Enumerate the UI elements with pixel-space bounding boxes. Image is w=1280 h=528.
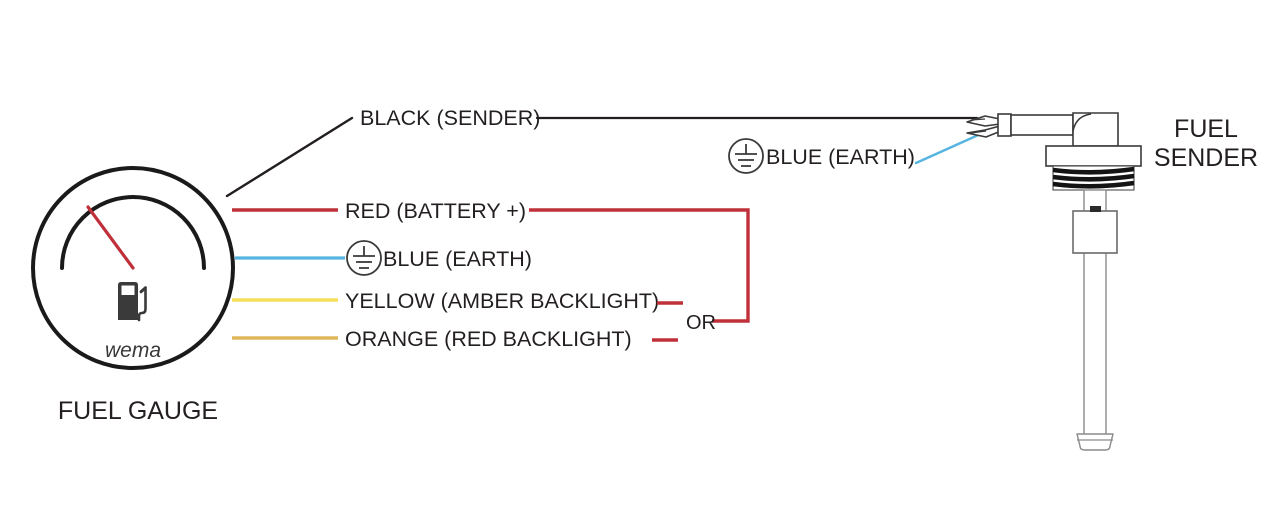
sender-float-block xyxy=(1072,210,1118,254)
orange-red-label: ORANGE (RED BACKLIGHT) xyxy=(345,327,632,351)
sender-terminal-lower xyxy=(966,125,1002,138)
black-sender-lead-diagonal xyxy=(225,116,354,198)
black-sender-label: BLACK (SENDER) xyxy=(360,106,540,130)
or-junction-label: OR xyxy=(686,312,716,334)
red-battery-run-to-junction xyxy=(529,208,750,323)
fuel-pump-icon xyxy=(118,282,147,322)
wire-blue-earth-gauge: BLUE (EARTH) xyxy=(235,240,532,276)
sender-head-bevel xyxy=(1072,113,1092,132)
wire-black-sender: BLACK (SENDER) xyxy=(225,106,979,198)
earth-ground-symbol-gauge xyxy=(346,240,382,276)
gauge-brand-label: wema xyxy=(105,339,161,362)
blue-earth-gauge-label: BLUE (EARTH) xyxy=(383,247,532,271)
fuel-sender-group xyxy=(966,112,1142,451)
gauge-scale-arc xyxy=(60,195,206,270)
sender-neck-collar xyxy=(997,113,1012,137)
sender-thread-section xyxy=(1052,165,1135,191)
sender-title-line1: FUEL xyxy=(1174,115,1238,143)
blue-earth-sender-lead xyxy=(914,130,987,165)
sender-bottom-cap xyxy=(1076,433,1114,451)
red-battery-label: RED (BATTERY +) xyxy=(345,199,526,223)
gauge-needle xyxy=(86,205,135,270)
fuel-gauge-group: wema FUEL GAUGE xyxy=(31,166,235,425)
wire-red-battery: RED (BATTERY +) xyxy=(232,199,750,323)
sender-flange-plate xyxy=(1045,145,1142,167)
sender-title-line2: SENDER xyxy=(1154,144,1258,172)
wire-orange-red-backlight: ORANGE (RED BACKLIGHT) xyxy=(232,327,678,351)
wire-yellow-amber-backlight: YELLOW (AMBER BACKLIGHT) xyxy=(232,289,683,313)
wire-blue-earth-sender: BLUE (EARTH) xyxy=(728,130,987,174)
sender-float-top-notch xyxy=(1090,206,1101,212)
sender-cable-body xyxy=(1010,114,1074,136)
yellow-amber-label: YELLOW (AMBER BACKLIGHT) xyxy=(345,289,659,313)
blue-earth-sender-label: BLUE (EARTH) xyxy=(766,145,915,169)
earth-ground-symbol-sender xyxy=(728,138,764,174)
gauge-title-label: FUEL GAUGE xyxy=(58,397,218,425)
